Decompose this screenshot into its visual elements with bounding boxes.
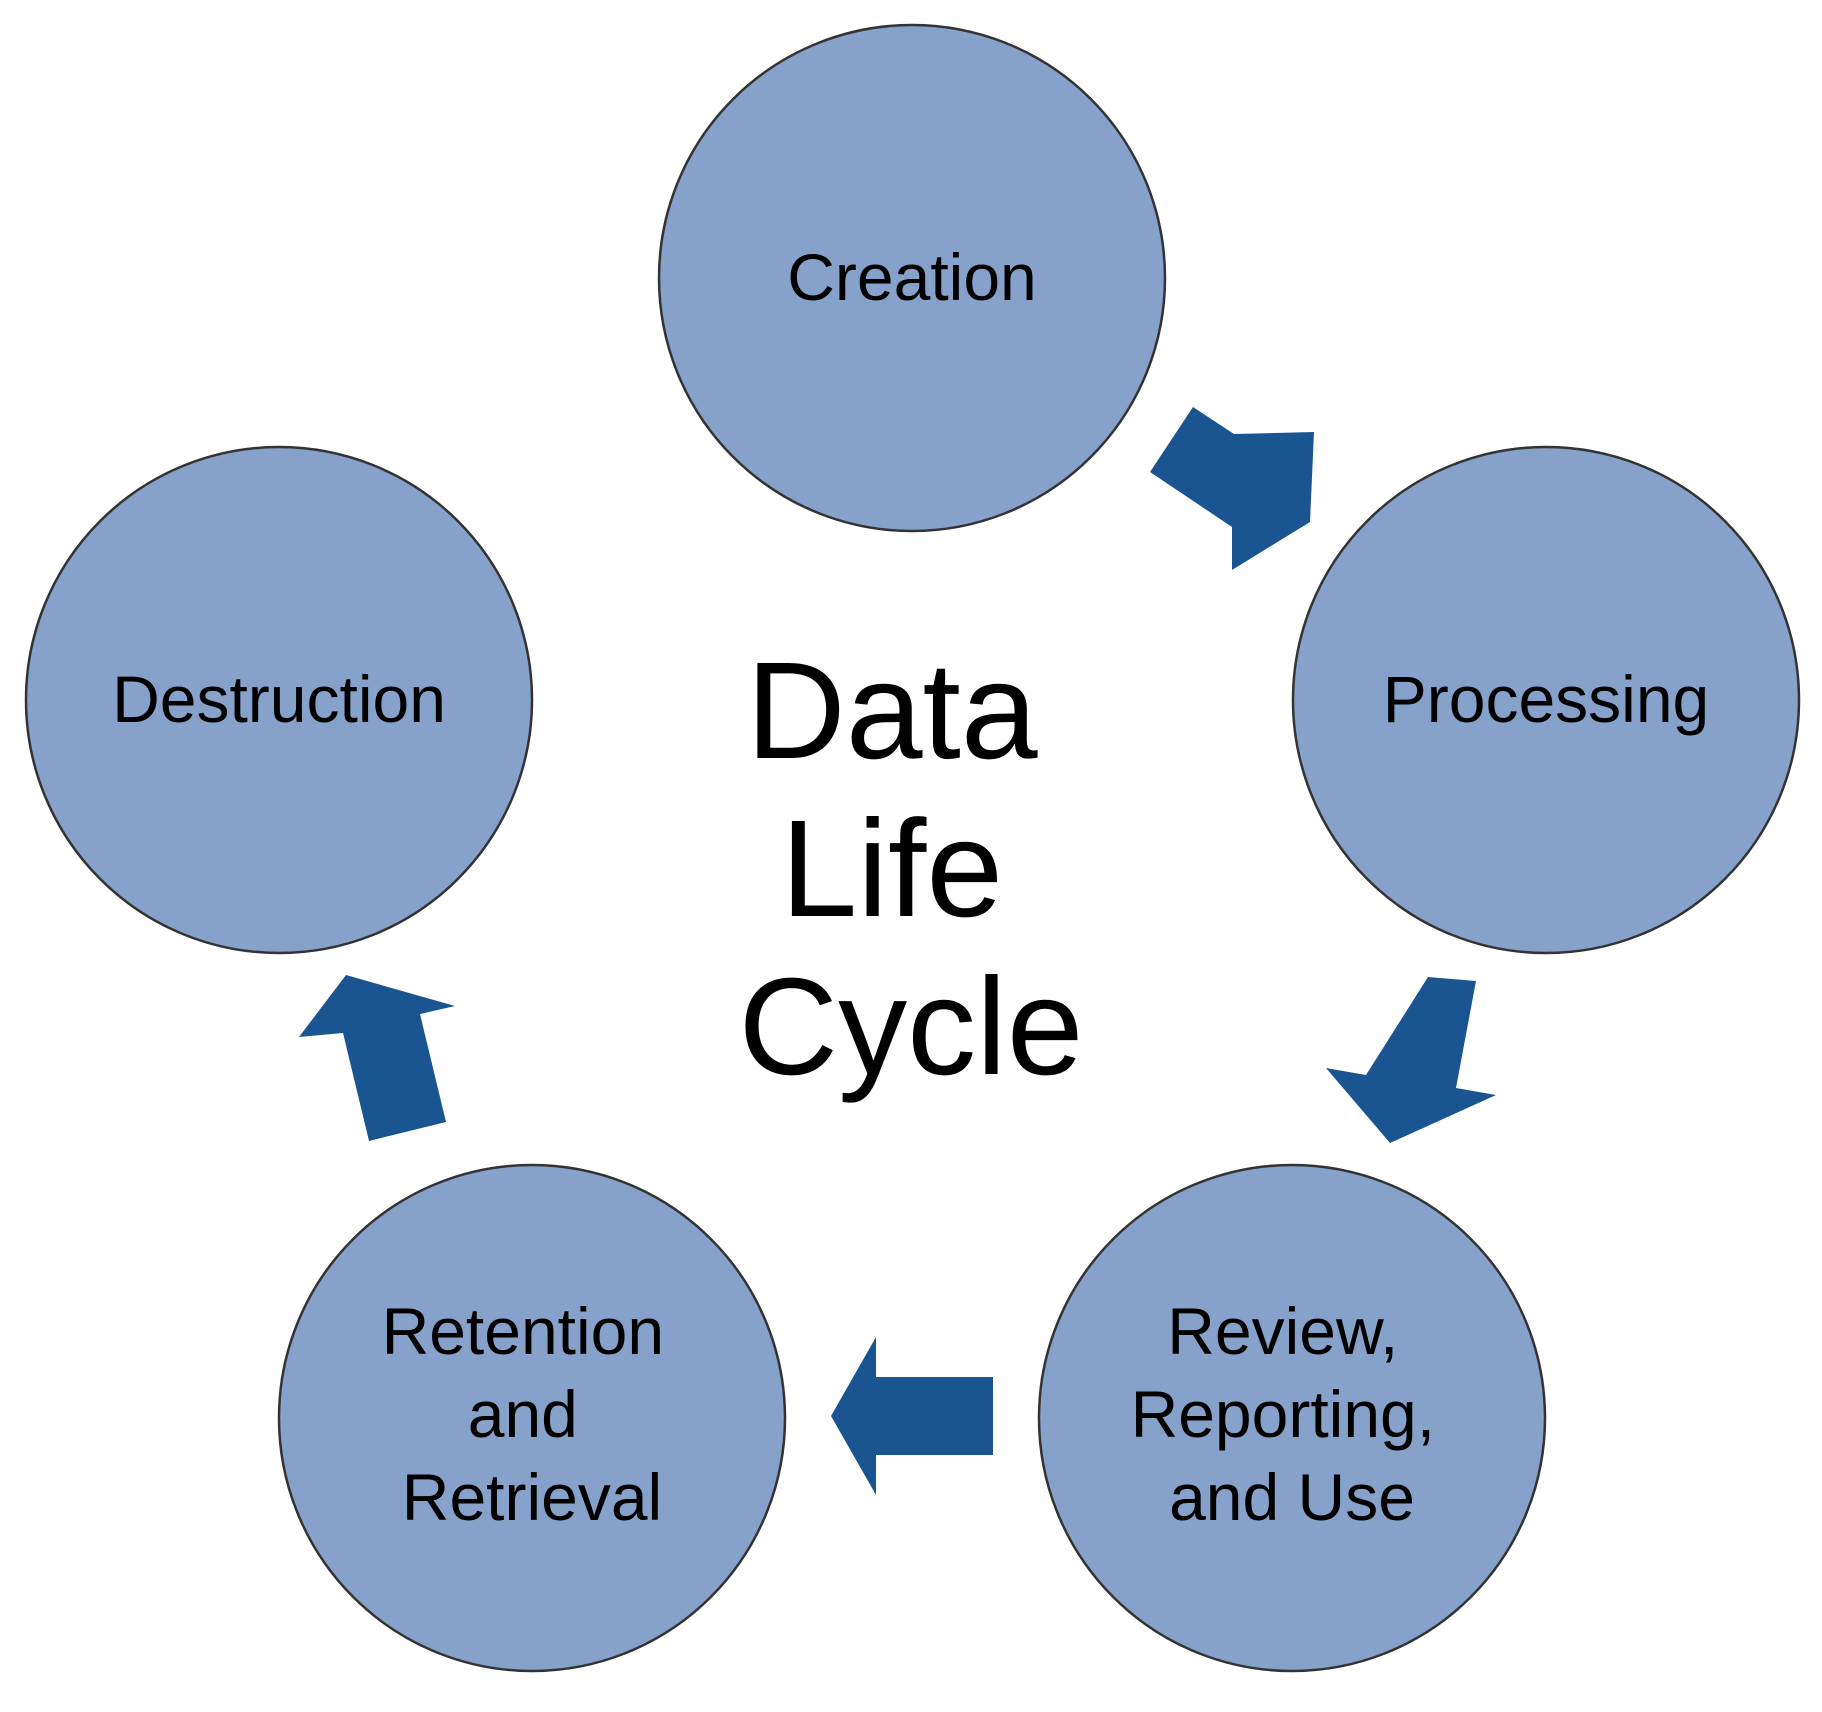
stage-creation-line-1: Creation [787,240,1036,314]
stage-review-reporting-use: Review, Reporting, and Use [1037,1163,1547,1673]
stage-review-circle [1037,1163,1547,1673]
stage-destruction: Destruction [24,445,534,955]
center-title-line-3: Cycle [738,950,1083,1104]
stage-review-line-1: Review, [1167,1294,1398,1368]
arrow-creation-to-processing-icon [1150,407,1314,570]
stage-retention-line-2: and [468,1377,578,1451]
stage-review-line-2: Reporting, [1131,1377,1436,1451]
stage-retention-line-3: Retrieval [402,1460,662,1534]
center-title-line-2: Life [781,792,1004,946]
stage-creation: Creation [657,23,1167,533]
stage-destruction-circle [24,445,534,955]
stage-destruction-label: Destruction [112,662,446,736]
stage-review-label: Review, Reporting, and Use [1131,1294,1454,1534]
stage-retention-retrieval: Retention and Retrieval [277,1163,787,1673]
stage-review-line-3: and Use [1169,1460,1415,1534]
stage-processing: Processing [1291,445,1801,955]
stage-processing-label: Processing [1383,662,1710,736]
stage-retention-circle [277,1163,787,1673]
arrow-processing-to-review-icon [1326,977,1496,1143]
stage-creation-circle [657,23,1167,533]
stage-retention-line-1: Retention [382,1294,665,1368]
stage-creation-label: Creation [787,240,1036,314]
arrow-review-to-retention-icon [831,1337,993,1495]
arrow-retention-to-destruction-icon [299,975,455,1141]
stage-destruction-line-1: Destruction [112,662,446,736]
center-title-line-1: Data [746,634,1038,788]
stage-processing-circle [1291,445,1801,955]
center-title: Data Life Cycle [738,634,1083,1104]
stage-retention-label: Retention and Retrieval [382,1294,683,1534]
stage-processing-line-1: Processing [1383,662,1710,736]
